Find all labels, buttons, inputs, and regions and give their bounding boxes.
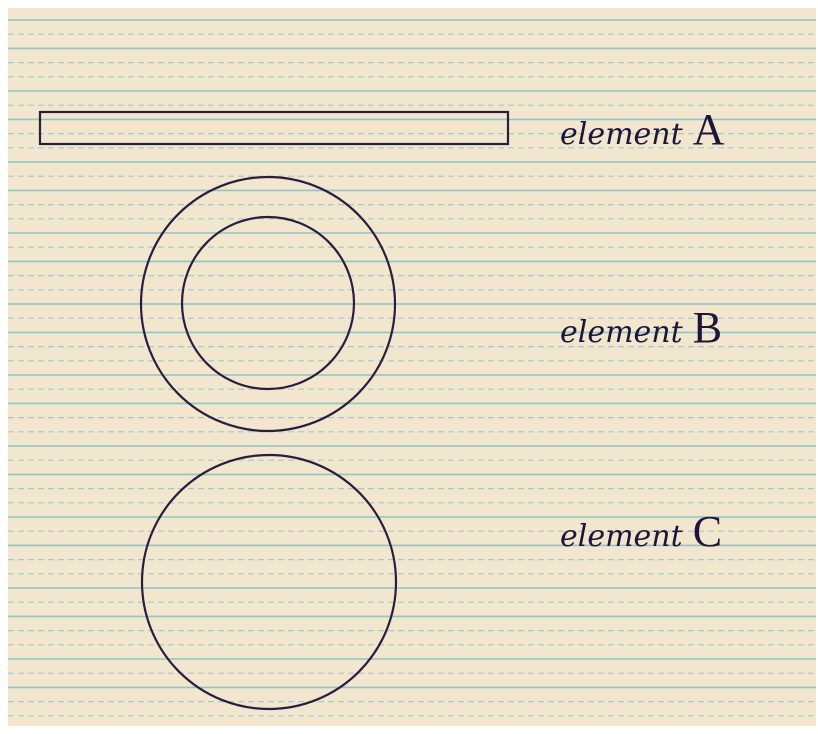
- element-a-letter: A: [692, 105, 725, 154]
- element-b-word: element: [560, 315, 683, 350]
- element-b-label: element B: [560, 306, 722, 350]
- element-b-outer-circle: [139, 175, 397, 433]
- ruled-lines: [8, 19, 816, 717]
- shapes: [38, 110, 510, 711]
- element-a-label: element A: [560, 108, 724, 152]
- paper-fill: [8, 8, 816, 726]
- element-a-word: element: [560, 117, 683, 152]
- element-c-letter: C: [692, 507, 723, 556]
- element-b-inner-circle: [180, 215, 356, 391]
- element-a-rectangle: [38, 110, 510, 146]
- element-c-circle: [140, 453, 398, 711]
- paper-canvas: [8, 8, 816, 726]
- element-c-label: element C: [560, 510, 722, 554]
- element-c-word: element: [560, 519, 683, 554]
- element-b-letter: B: [692, 303, 723, 352]
